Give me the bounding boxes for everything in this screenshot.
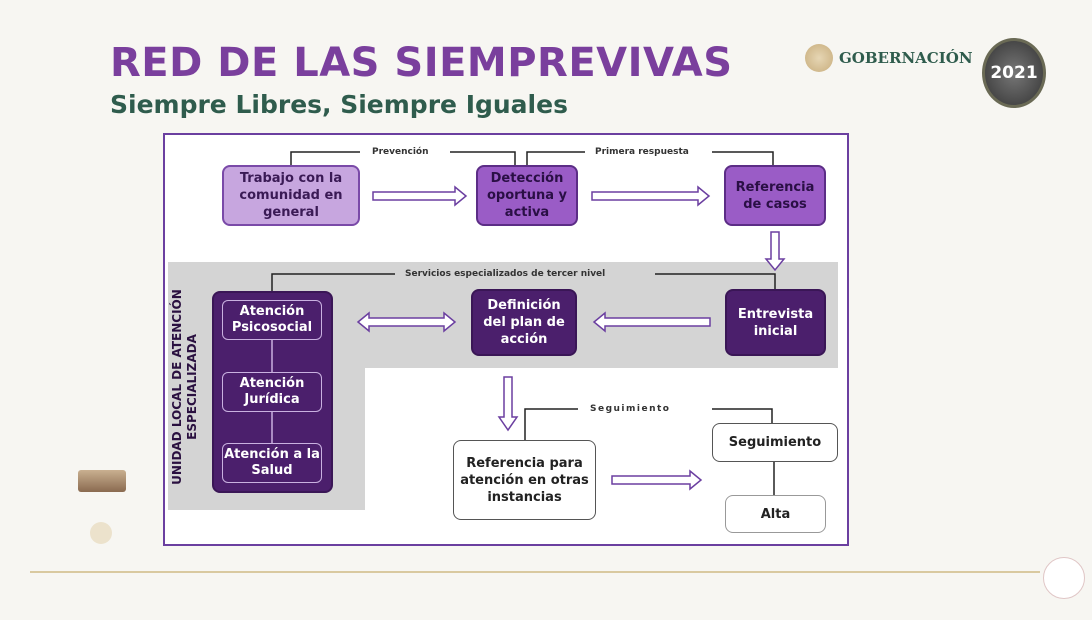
node-referencia-otras: Referencia para atención en otras instan… [453,440,596,520]
arrow-down-icon [764,231,786,272]
node-salud: Atención a la Salud [222,443,322,483]
seal-icon [805,44,833,72]
stage-label-primera-respuesta: Primera respuesta [595,147,689,157]
gobernacion-logo: GOBERNACIÓN [805,44,973,72]
stage-label-prevencion: Prevención [372,147,429,157]
arrow-double-icon [356,311,457,333]
arrow-right-icon [372,185,468,207]
gobernacion-text: GOBERNACIÓN [839,49,973,67]
node-deteccion: Detección oportuna y activa [476,165,578,226]
node-entrevista: Entrevista inicial [725,289,826,356]
slide-title: RED DE LAS SIEMPREVIVAS [110,40,733,86]
node-referencia-casos: Referencia de casos [724,165,826,226]
group-connector [271,340,273,443]
node-juridica: Atención Jurídica [222,372,322,412]
node-seguimiento: Seguimiento [712,423,838,462]
node-alta: Alta [725,495,826,533]
node-psicosocial: Atención Psicosocial [222,300,322,340]
arrow-right-icon [611,469,703,491]
city-emblem-icon [78,470,126,492]
arrow-down-icon [497,376,519,432]
stage-label-servicios: Servicios especializados de tercer nivel [405,269,606,279]
logo-2021: 2021 [982,38,1046,108]
footer-line [30,571,1040,573]
seal-icon [90,522,112,544]
arrow-left-icon [592,311,711,333]
node-definicion: Definición del plan de acción [471,289,577,356]
arrow-right-icon [591,185,711,207]
slide-subtitle: Siempre Libres, Siempre Iguales [110,90,568,119]
footer-seal-icon [1043,557,1085,599]
unidad-label: UNIDAD LOCAL DE ATENCIÓN ESPECIALIZADA [170,289,199,485]
node-trabajo: Trabajo con la comunidad en general [222,165,360,226]
stage-label-seguimiento: Seguimiento [590,404,671,414]
